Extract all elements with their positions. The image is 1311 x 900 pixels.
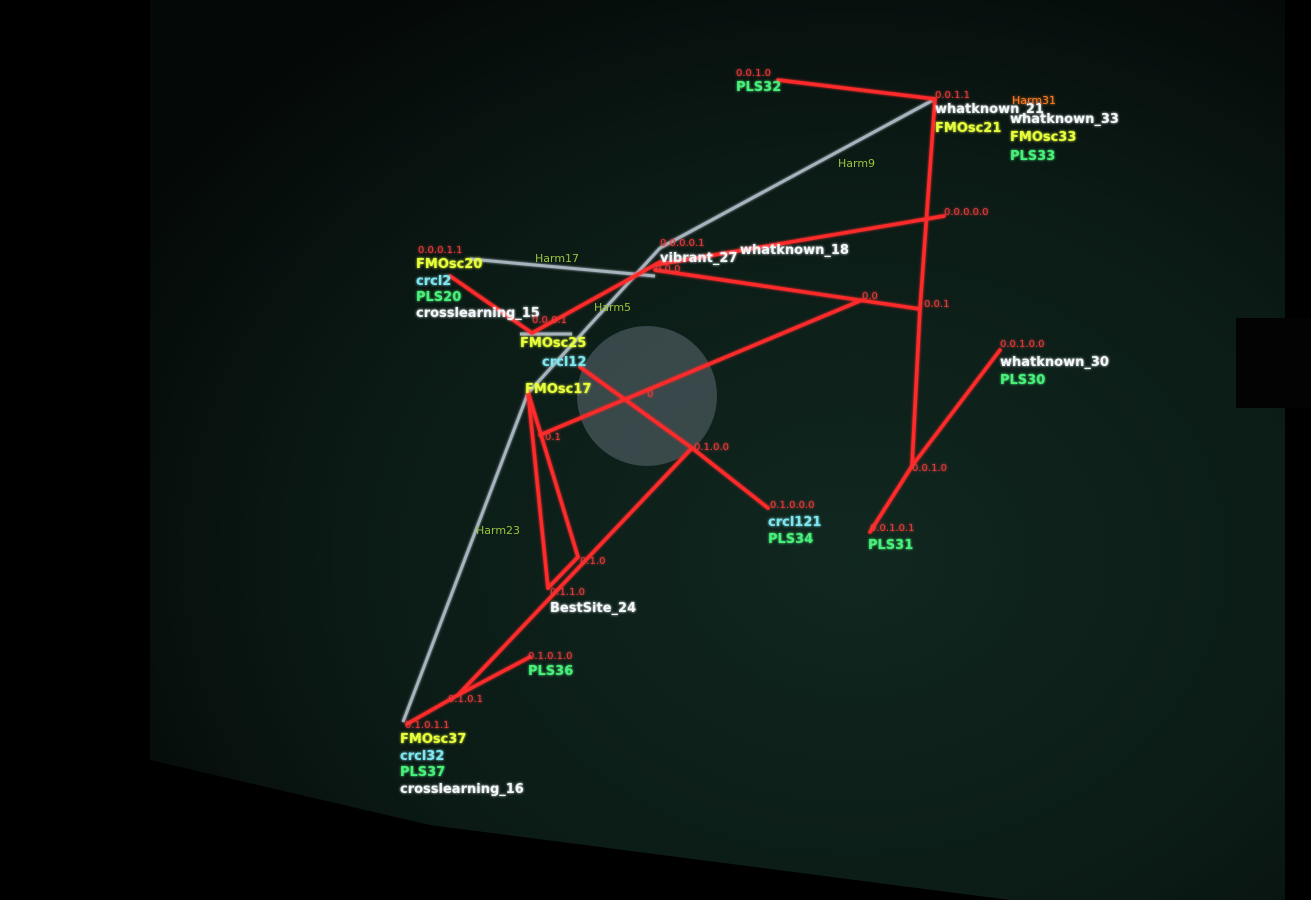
red-edge <box>910 307 922 468</box>
node-label: 0.1.0.0.0 <box>770 500 815 511</box>
node-label: 0.0.0.1 <box>532 315 567 326</box>
node-label: PLS33 <box>1010 149 1055 164</box>
node-label: vibrant_27 <box>660 251 737 266</box>
node-label: 0.0.0.0.0 <box>944 207 989 218</box>
node-label: 0.1.0 <box>580 556 605 567</box>
node-label: whatknown_21 <box>935 102 1044 117</box>
node-label: 0.1 <box>545 432 561 443</box>
node-label: FMOsc21 <box>935 121 1001 136</box>
center-disc <box>577 326 717 466</box>
red-edge <box>868 464 914 534</box>
red-edge <box>690 446 770 510</box>
node-label: PLS31 <box>868 538 913 553</box>
node-label: FMOsc37 <box>400 732 466 747</box>
red-edge <box>448 274 534 335</box>
red-edge <box>578 365 694 450</box>
node-label: PLS30 <box>1000 373 1045 388</box>
red-edge <box>538 298 864 437</box>
node-label: FMOsc17 <box>525 382 591 397</box>
node-label: 0.0.1.0 <box>912 463 947 474</box>
red-edge <box>546 555 580 590</box>
node-label: crcl32 <box>400 749 444 764</box>
node-label: whatknown_30 <box>1000 355 1109 370</box>
node-label: 0.0.1.1 <box>935 90 970 101</box>
node-label: FMOsc25 <box>520 336 586 351</box>
node-label: PLS37 <box>400 765 445 780</box>
node-label: crosslearning_16 <box>400 782 524 797</box>
node-label: crcl12 <box>542 355 586 370</box>
node-label: 0.0.1 <box>924 299 949 310</box>
red-edges <box>405 78 1002 726</box>
node-label: 0.0.1.0 <box>736 68 771 79</box>
node-label: BestSite_24 <box>550 601 636 616</box>
node-label: crcl2 <box>416 274 451 289</box>
node-label: 0.0.0.0.1 <box>660 238 705 249</box>
node-label: 0.1.1.0 <box>550 587 585 598</box>
node-label: crosslearning_15 <box>416 306 540 321</box>
edge-label: Harm17 <box>535 252 579 265</box>
node-label: 0.0 <box>862 291 878 302</box>
node-label: 0.1.0.1.1 <box>405 720 450 731</box>
red-edge <box>456 655 532 697</box>
red-edge <box>456 446 694 697</box>
node-label: PLS32 <box>736 80 781 95</box>
white-edge <box>469 257 656 278</box>
node-label: 0.0.0 <box>655 264 680 275</box>
projection-screen <box>150 0 1285 900</box>
red-edge <box>526 390 580 559</box>
node-labels: 0.0.1.0 PLS32 0.0.1.1 whatknown_21 FMOsc… <box>400 68 1119 797</box>
node-label: 0.0.1.0.0 <box>1000 339 1045 350</box>
node-label: PLS34 <box>768 532 813 547</box>
node-label: 0.1.0.1 <box>448 694 483 705</box>
node-label: 0.0.1.0.1 <box>870 523 915 534</box>
edge-label: Harm9 <box>838 157 875 170</box>
edge-labels: Harm9 Harm17 Harm5 Harm23 <box>476 157 875 537</box>
node-label: 0.0.0.1.1 <box>418 245 463 256</box>
node-label: PLS20 <box>416 290 461 305</box>
red-edge <box>653 268 922 311</box>
screen-frame-tab <box>1236 318 1311 408</box>
node-label: FMOsc33 <box>1010 130 1076 145</box>
red-edge <box>918 97 937 311</box>
node-label: 0.1.0.0 <box>694 442 729 453</box>
node-label: PLS36 <box>528 664 573 679</box>
edge-label: Harm5 <box>594 301 631 314</box>
node-label: 0 <box>647 389 653 400</box>
node-label: crcl121 <box>768 515 821 530</box>
edge-label: Harm23 <box>476 524 520 537</box>
red-edge <box>910 348 1002 468</box>
red-edge <box>526 390 550 590</box>
red-edge <box>405 693 460 726</box>
red-edge <box>653 214 946 267</box>
node-label: whatknown_18 <box>740 243 849 258</box>
node-label: whatknown_33 <box>1010 112 1119 127</box>
red-edge <box>776 78 937 101</box>
red-edge <box>530 260 662 335</box>
node-label: Harm31 <box>1012 94 1056 107</box>
node-label: FMOsc20 <box>416 257 482 272</box>
node-label: 0.1.0.1.0 <box>528 651 573 662</box>
white-edge <box>659 97 936 250</box>
